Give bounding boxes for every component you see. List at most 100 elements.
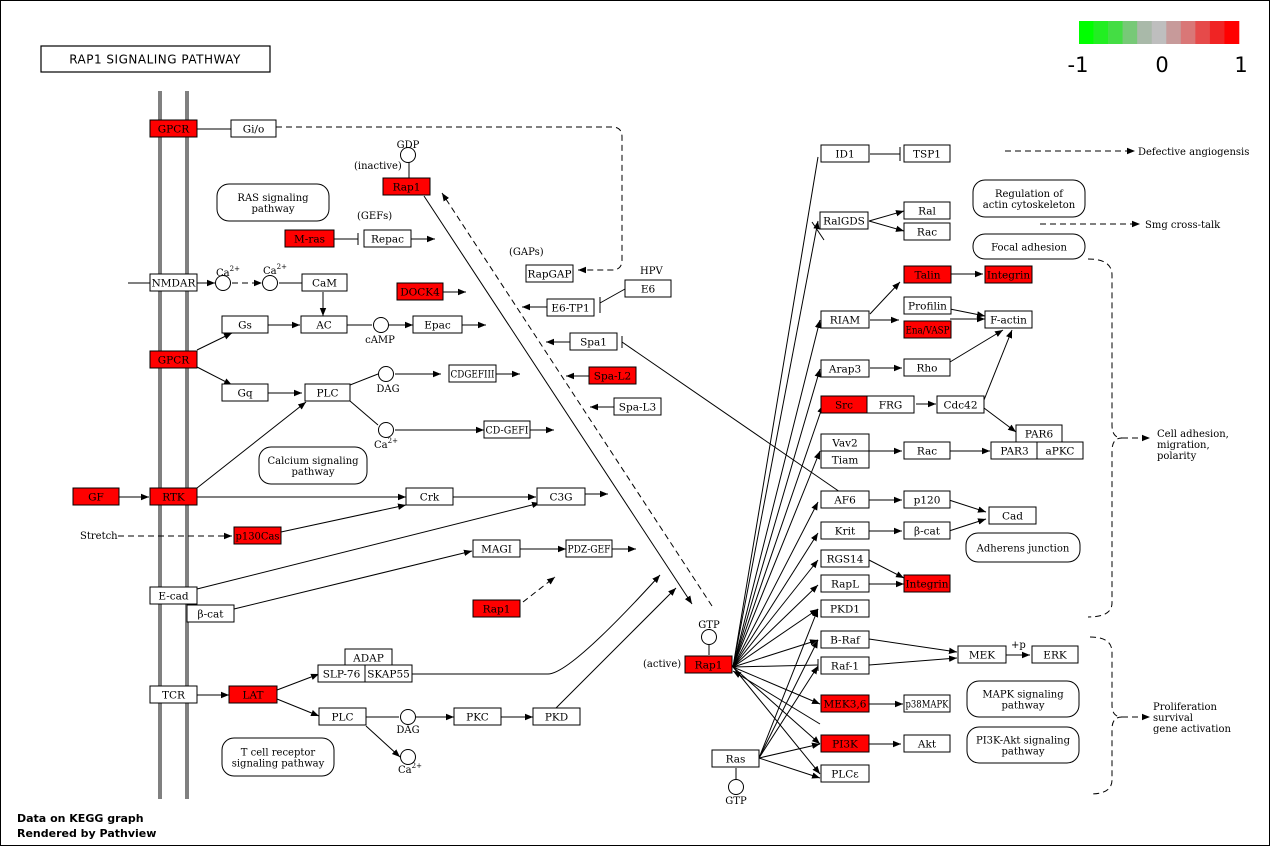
gene-node-rapl[interactable]: RapL [820,574,870,593]
gene-node-epac[interactable]: Epac [412,315,463,334]
gene-node-crk[interactable]: Crk [405,487,454,506]
gene-node-ac[interactable]: AC [300,315,348,334]
gene-node-pkc[interactable]: PKC [453,707,502,726]
gene-node-erk[interactable]: ERK [1031,645,1079,664]
gene-node-spal2[interactable]: Spa-L2 [588,366,637,385]
gene-node-arap3[interactable]: Arap3 [820,359,870,378]
gene-node-mras[interactable]: M-ras [284,229,335,248]
gene-node-box [1036,441,1084,460]
gene-node-af6[interactable]: AF6 [820,490,870,509]
gene-node-e6[interactable]: E6 [624,279,672,298]
gene-node-gq[interactable]: Gq [221,383,269,402]
gene-node-rac1[interactable]: Rac [903,222,951,241]
gene-node-integrin1[interactable]: Integrin [984,265,1033,284]
gene-node-magi[interactable]: MAGI [472,539,521,558]
gene-node-braf[interactable]: B-Raf [820,630,870,649]
gene-node-dock4[interactable]: DOCK4 [396,282,444,301]
gene-node-label: Integrin [987,270,1030,282]
gene-node-rap1a[interactable]: Rap1 [382,177,431,196]
gene-node-ral[interactable]: Ral [903,201,951,220]
gene-node-label: ERK [1043,650,1067,662]
gene-node-vav2[interactable]: Vav2 [820,433,870,452]
gene-node-rapgap[interactable]: RapGAP [525,264,574,283]
gene-node-pkd1[interactable]: PKD1 [820,599,870,618]
gene-node-gs[interactable]: Gs [221,315,269,334]
gene-node-ralgds[interactable]: RalGDS [819,211,869,230]
gene-node-tiam[interactable]: Tiam [820,450,870,469]
gene-node-apkc[interactable]: aPKC [1036,441,1084,460]
gene-node-factin[interactable]: F-actin [984,310,1033,329]
gene-node-skap55[interactable]: SKAP55 [364,664,413,683]
gene-node-rgs14[interactable]: RGS14 [820,549,870,568]
gene-node-box [284,229,335,248]
gene-node-rap1c[interactable]: Rap1 [472,599,521,618]
gene-node-id1[interactable]: ID1 [820,144,870,163]
gene-node-profilin[interactable]: Profilin [903,296,952,315]
gene-node-talin[interactable]: Talin [903,265,952,284]
gene-node-krit[interactable]: Krit [820,521,870,540]
gene-node-gpcr1[interactable]: GPCR [149,119,198,138]
gene-node-tcr[interactable]: TCR [149,685,198,704]
gene-node-akt[interactable]: Akt [903,734,951,753]
gene-node-gpcr2[interactable]: GPCR [149,350,198,369]
gene-node-spal3[interactable]: Spa-L3 [613,397,662,416]
gene-node-cam[interactable]: CaM [301,273,348,292]
gene-node-gf[interactable]: GF [72,487,120,506]
pathway-link-label: Regulation of [995,189,1064,200]
gene-node-enavasp[interactable]: Ena/VASP [903,320,952,339]
gene-node-pdzgef[interactable]: PDZ-GEF [565,539,613,558]
gene-node-ecad[interactable]: E-cad [149,586,198,605]
gene-node-rac2[interactable]: Rac [903,441,951,460]
gene-node-integrin2[interactable]: Integrin [903,574,951,593]
gene-node-nmdar[interactable]: NMDAR [149,273,198,292]
gene-node-par3[interactable]: PAR3 [990,441,1039,460]
gene-node-tsp1[interactable]: TSP1 [903,144,951,163]
gene-node-gio[interactable]: Gi/o [230,119,277,138]
gene-node-p120[interactable]: p120 [903,490,951,509]
gene-node-c3g[interactable]: C3G [536,487,586,506]
gene-node-riam[interactable]: RIAM [820,310,870,329]
gene-node-rtk[interactable]: RTK [149,487,198,506]
gene-node-plc1[interactable]: PLC [304,383,351,402]
gene-node-plc2[interactable]: PLC [318,707,367,726]
gene-node-mek[interactable]: MEK [957,645,1007,664]
gene-node-e6tp1[interactable]: E6-TP1 [546,298,595,317]
gene-node-mek36[interactable]: MEK3,6 [820,694,870,713]
gene-node-par6[interactable]: PAR6 [1015,424,1063,443]
gene-node-cdc42[interactable]: Cdc42 [936,395,985,414]
gene-node-rho[interactable]: Rho [903,358,951,377]
pathway-link-focal[interactable]: Focal adhesion [972,233,1086,260]
gene-node-bcat1[interactable]: β-cat [186,604,235,623]
gene-node-adap[interactable]: ADAP [344,648,393,667]
gene-node-lat[interactable]: LAT [228,685,278,704]
gene-node-slp76[interactable]: SLP-76 [317,664,366,683]
gene-node-cdgefiii[interactable]: CDGEFIII [448,364,497,383]
gene-node-label: p120 [914,495,941,507]
gene-node-p130cas[interactable]: p130Cas [233,526,282,545]
gene-node-raf1[interactable]: Raf-1 [820,656,870,675]
gene-node-repac[interactable]: Repac [363,229,412,248]
gene-node-spa1[interactable]: Spa1 [569,332,618,351]
gene-node-label: Rap1 [483,604,511,616]
gene-node-bcat2[interactable]: β-cat [903,521,951,540]
gene-node-box [613,397,662,416]
pathway-link-adherens[interactable]: Adherens junction [965,532,1081,563]
gene-node-plce[interactable]: PLCε [820,764,870,783]
gene-node-box [866,395,915,414]
gene-node-src[interactable]: Src [820,395,868,414]
gene-node-frg[interactable]: FRG [866,395,915,414]
gene-node-pkd[interactable]: PKD [532,707,581,726]
gene-node-box [472,539,521,558]
gene-node-ras[interactable]: Ras [711,749,760,768]
gene-node-p38mapk[interactable]: p38MAPK [903,694,951,713]
gene-node-rap1b[interactable]: Rap1 [684,655,733,674]
gene-node-cdgefi[interactable]: CD-GEFI [483,420,531,439]
gene-node-pi3k[interactable]: PI3K [820,734,870,753]
gene-node-cad[interactable]: Cad [988,506,1037,525]
